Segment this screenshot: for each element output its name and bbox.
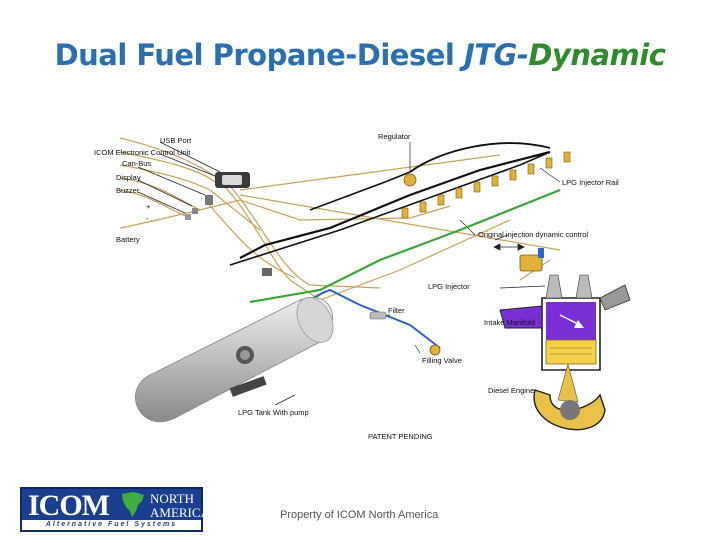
diesel-engine [500, 275, 630, 430]
title-main: Dual Fuel Propane-Diesel [55, 38, 464, 72]
north-america-map-icon [118, 491, 148, 519]
ecu-unit [215, 172, 250, 188]
diagram-drawing [80, 110, 650, 460]
label-lpg-injector: LPG Injector [428, 282, 470, 291]
regulator [404, 174, 416, 186]
label-plus: + [146, 202, 150, 211]
lpg-injector [520, 248, 544, 271]
label-battery: Battery [116, 235, 140, 244]
label-patent-pending: PATENT PENDING [368, 432, 433, 441]
lpg-tank [135, 291, 340, 421]
logo-america-text: AMERICA [150, 506, 210, 520]
title-dynamic: Dynamic [528, 38, 665, 72]
logo-north-text: NORTH [150, 492, 194, 506]
label-lpg-injector-rail: LPG Injector Rail [562, 178, 619, 187]
label-filling-valve: Filling Valve [422, 356, 462, 365]
slide-title: Dual Fuel Propane-Diesel JTG-Dynamic [0, 38, 720, 72]
label-can-bus: Can-Bus [122, 159, 151, 168]
label-display: Display [116, 173, 141, 182]
injection-control-arrow [494, 244, 524, 250]
label-ecu: ICOM Electronic Control Unit [94, 148, 190, 157]
footer-copyright: Property of ICOM North America [280, 509, 438, 521]
logo-icom-text: ICOM [28, 489, 109, 523]
label-usb-port: USB Port [160, 136, 191, 145]
label-original-injection: Original injection dynamic control [478, 230, 588, 239]
filter [370, 312, 386, 319]
dual-fuel-system-diagram: USB Port ICOM Electronic Control Unit Ca… [80, 110, 650, 460]
filling-valve [430, 345, 440, 355]
label-filter: Filter [388, 306, 405, 315]
label-intake-manifold: Intake Manifold [484, 318, 535, 327]
label-minus: - [146, 214, 149, 223]
label-regulator: Regulator [378, 132, 411, 141]
logo-tagline: Alternative Fuel Systems [22, 520, 201, 530]
label-diesel-engine: Diesel Engine [488, 386, 534, 395]
label-lpg-tank: LPG Tank With pump [238, 408, 309, 417]
icom-logo: ICOM NORTH AMERICA Alternative Fuel Syst… [20, 487, 203, 532]
label-buzzer: Buzzer [116, 186, 139, 195]
title-jtg: JTG- [464, 38, 528, 72]
